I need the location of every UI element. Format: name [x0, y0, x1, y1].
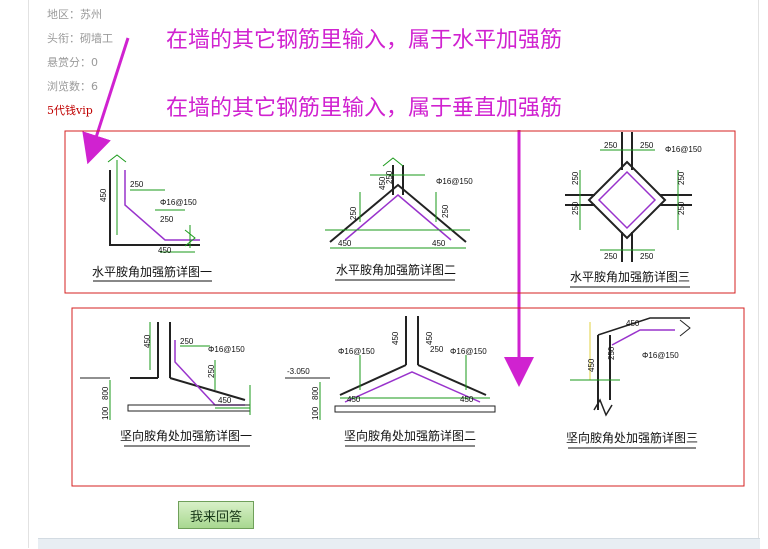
dim-h1-2: Φ16@150 — [160, 198, 197, 207]
dim-v2-2: 450 — [425, 331, 434, 345]
dim-h3-0: 250 — [640, 141, 654, 150]
dim-v2-8: 800 — [311, 386, 320, 400]
dim-h3-6: 250 — [677, 201, 686, 215]
left-divider — [28, 0, 29, 548]
dim-v2-3: 250 — [430, 345, 444, 354]
dim-v1-2: Φ16@150 — [208, 345, 245, 354]
dim-v1-1: 250 — [180, 337, 194, 346]
frame-vertical — [71, 307, 745, 487]
dim-h3-4: 250 — [571, 201, 580, 215]
meta-title-rank: 头衔：砌墙工 — [47, 32, 113, 45]
dim-v3-0: 450 — [626, 319, 640, 328]
caption-v2: 坚向胺角处加强筋详图二 — [344, 428, 476, 443]
dim-h3-2: 250 — [604, 141, 618, 150]
bottom-toolbar — [38, 538, 760, 549]
caption-v3: 坚向胺角处加强筋详图三 — [566, 430, 698, 445]
dim-v2-9: 100 — [311, 406, 320, 420]
drawing-v1: 450 250 Φ16@150 250 450 800 100 坚向胺角处加强筋… — [80, 322, 252, 447]
dim-v3-3: 450 — [587, 358, 596, 372]
dim-h3-1: Φ16@150 — [665, 145, 702, 154]
dim-h2-0: 250 — [349, 206, 358, 220]
drawing-v3: 450 250 Φ16@150 450 坚向胺角处加强筋详图三 — [566, 317, 698, 449]
annotation-horizontal: 在墙的其它钢筋里输入，属于水平加强筋 — [166, 28, 563, 53]
dim-v2-6: 450 — [347, 395, 361, 404]
dim-h1-1: 250 — [130, 180, 144, 189]
dim-v1-6: 100 — [101, 406, 110, 420]
dim-v2-7: 450 — [460, 395, 474, 404]
dim-h2-5: 450 — [338, 239, 352, 248]
dim-v2-0: Φ16@150 — [338, 347, 375, 356]
dim-v1-4: 450 — [218, 396, 232, 405]
dim-v3-1: 250 — [607, 346, 616, 360]
meta-region: 地区：苏州 — [47, 8, 102, 21]
dim-h2-3: 250 — [441, 204, 450, 218]
drawing-h1: 450 250 Φ16@150 250 450 水平胺角加强筋详图一 — [92, 154, 212, 282]
dim-v3-2: Φ16@150 — [642, 351, 679, 360]
answer-button[interactable]: 我来回答 — [178, 501, 254, 529]
dim-h1-4: 450 — [158, 246, 172, 255]
dim-v1-0: 450 — [143, 334, 152, 348]
drawing-h3: 250 Φ16@150 250 250 250 250 250 250 250 … — [565, 132, 702, 288]
dim-h2-6: 450 — [432, 239, 446, 248]
dim-h2-2: Φ16@150 — [436, 177, 473, 186]
dim-v2-5: -3.050 — [287, 367, 310, 376]
dim-v2-1: 450 — [391, 331, 400, 345]
drawing-v2: Φ16@150 450 450 250 Φ16@150 -3.050 450 4… — [285, 316, 496, 447]
dim-h3-8: 250 — [640, 252, 654, 261]
dim-v1-5: 800 — [101, 386, 110, 400]
caption-v1: 坚向胺角处加强筋详图一 — [120, 428, 252, 443]
annotation-vertical: 在墙的其它钢筋里输入，属于垂直加强筋 — [166, 96, 563, 121]
meta-bounty: 悬赏分：0 — [47, 56, 98, 69]
dim-h1-0: 450 — [99, 188, 108, 202]
meta-views: 浏览数：6 — [47, 80, 98, 93]
drawing-h2: 250 450 Φ16@150 250 250 450 450 水平胺角加强筋详… — [325, 157, 473, 281]
caption-h2: 水平胺角加强筋详图二 — [336, 262, 456, 277]
arrow-horizontal — [82, 37, 130, 165]
dim-h2-4: 250 — [385, 170, 394, 184]
dim-v2-4: Φ16@150 — [450, 347, 487, 356]
dim-h1-3: 250 — [160, 215, 174, 224]
right-divider — [758, 0, 759, 548]
dim-v1-3: 250 — [207, 364, 216, 378]
meta-vip: 5代钱vip — [47, 104, 93, 117]
caption-h1: 水平胺角加强筋详图一 — [92, 264, 212, 279]
caption-h3: 水平胺角加强筋详图三 — [570, 269, 690, 284]
dim-h3-3: 250 — [571, 171, 580, 185]
frame-horizontal — [64, 130, 736, 294]
dim-h2-1: 450 — [378, 176, 387, 190]
dim-h3-5: 250 — [677, 171, 686, 185]
dim-h3-7: 250 — [604, 252, 618, 261]
